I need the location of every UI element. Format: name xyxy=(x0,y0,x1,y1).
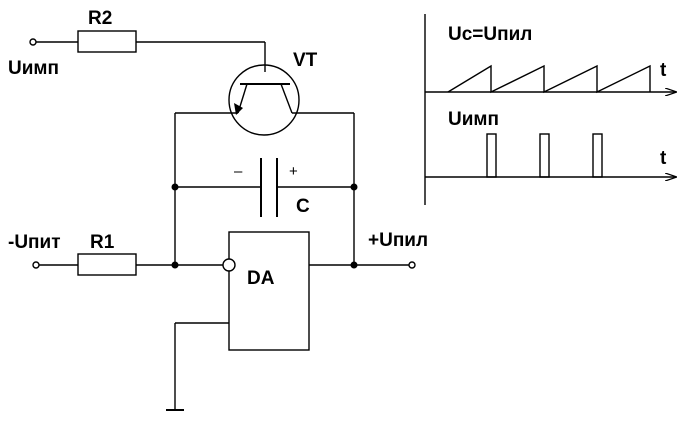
label-u-pil-out: +Uпил xyxy=(368,230,428,251)
junction-dot xyxy=(350,183,358,191)
label-c: C xyxy=(296,196,310,217)
transistor-vt xyxy=(175,64,354,136)
label-uc-upil: Uc=Uпил xyxy=(448,24,532,45)
label-cap-minus: – xyxy=(234,163,243,180)
label-r2: R2 xyxy=(88,8,112,29)
timing-diagram: Uc=Uпил t Uимп t xyxy=(424,14,676,205)
label-cap-plus: + xyxy=(289,163,298,180)
sawtooth-waveform xyxy=(447,64,651,94)
input-terminal-uimp xyxy=(29,38,37,46)
inverting-input-circle xyxy=(222,258,236,272)
junction-dot xyxy=(171,183,179,191)
label-u-imp-in: Uимп xyxy=(8,58,59,79)
pulse xyxy=(486,133,497,178)
label-vt: VT xyxy=(293,50,318,71)
label-u-imp-timing: Uимп xyxy=(448,109,499,130)
resistor-r2 xyxy=(77,30,137,53)
label-r1: R1 xyxy=(90,232,115,253)
output-terminal xyxy=(408,261,416,269)
label-t-bottom: t xyxy=(660,148,667,169)
label-t-top: t xyxy=(660,60,667,81)
pulse xyxy=(592,133,603,178)
input-terminal-upit xyxy=(32,261,40,269)
label-da: DA xyxy=(247,268,275,289)
opamp-da xyxy=(228,231,310,351)
resistor-r1 xyxy=(77,253,137,276)
label-u-pit: -Uпит xyxy=(8,232,61,253)
pulse xyxy=(539,133,550,178)
